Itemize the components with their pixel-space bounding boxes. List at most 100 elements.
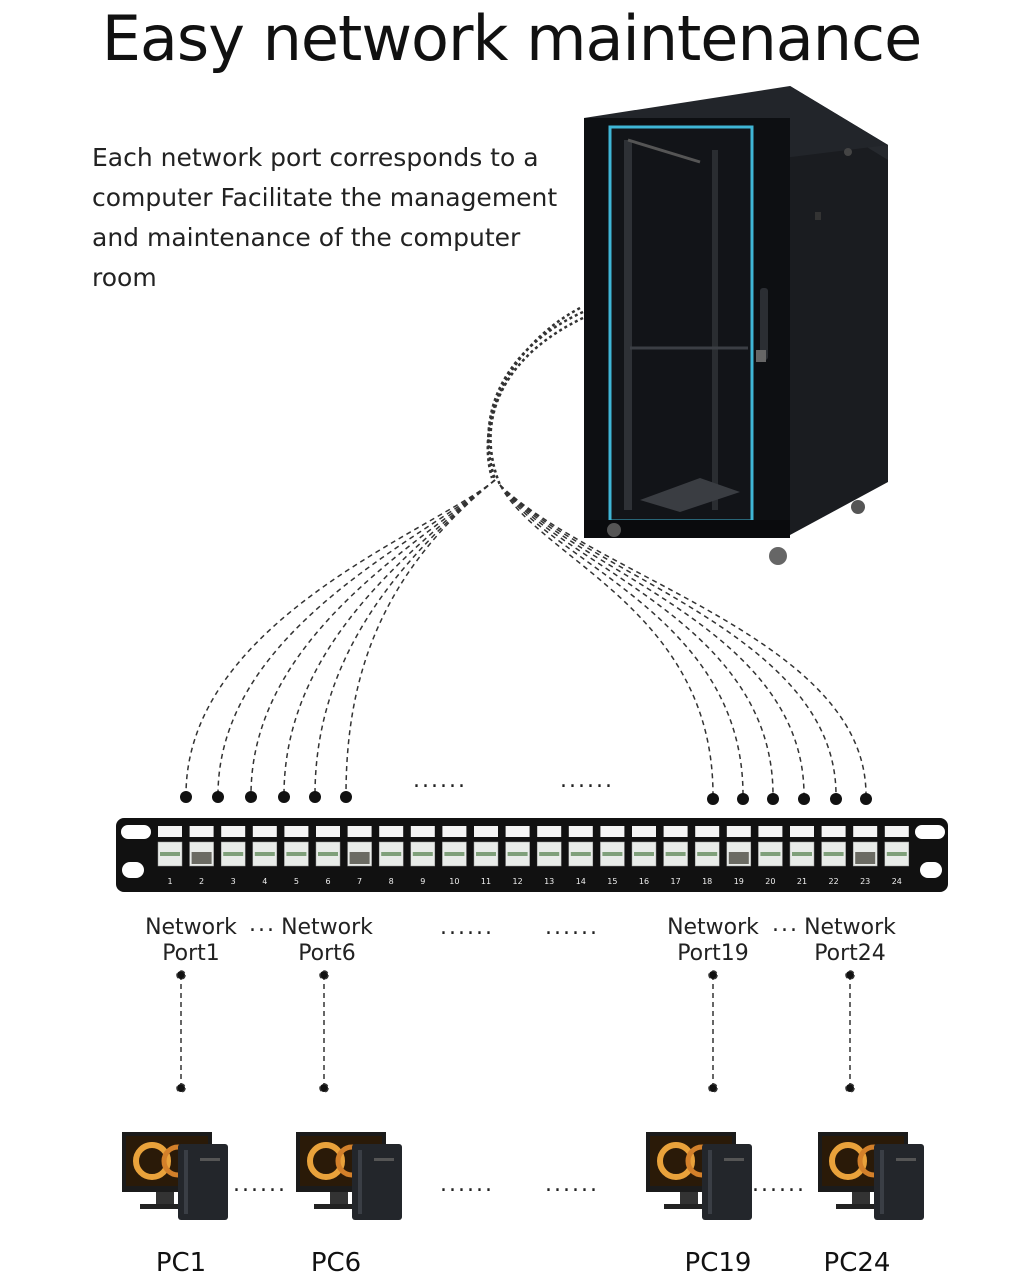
port-top-slot xyxy=(758,826,783,837)
pc-connectors xyxy=(176,970,855,1093)
tower-stripe xyxy=(184,1150,188,1214)
ellipsis-ports-2: ...... xyxy=(440,915,494,940)
tower-detail xyxy=(724,1158,744,1161)
dashed-cable xyxy=(499,484,837,796)
monitor-stand xyxy=(852,1192,870,1204)
port-number: 2 xyxy=(199,877,204,886)
port-cable xyxy=(539,852,560,856)
port-label-line2: Port24 xyxy=(814,941,886,966)
port-top-slot xyxy=(853,826,878,837)
computers xyxy=(122,1132,924,1220)
port-number: 13 xyxy=(544,877,554,886)
ellipsis-top-1: ...... xyxy=(413,768,467,793)
pc-label-1: PC1 xyxy=(155,1248,207,1278)
tower-stripe xyxy=(880,1150,884,1214)
cable-end-dot xyxy=(830,793,842,805)
port-number: 9 xyxy=(420,877,425,886)
cable-end-dot xyxy=(180,791,192,803)
ellipsis-pc-3: ...... xyxy=(545,1172,599,1197)
port-number: 24 xyxy=(892,877,902,886)
cable-end-dot xyxy=(707,793,719,805)
port-top-slot xyxy=(252,826,277,837)
cable-end-dot xyxy=(798,793,810,805)
cable-end-dot xyxy=(767,793,779,805)
pc-label-24: PC24 xyxy=(823,1248,891,1278)
port-cable xyxy=(602,852,623,856)
monitor-base xyxy=(836,1204,888,1209)
dashed-cable xyxy=(499,484,714,796)
cable-end-dot xyxy=(278,791,290,803)
pc-tower xyxy=(178,1144,228,1220)
port-label-line2: Port19 xyxy=(677,941,749,966)
dashed-cable xyxy=(345,479,496,796)
monitor-stand xyxy=(680,1192,698,1204)
port-number: 14 xyxy=(576,877,586,886)
port-top-slot xyxy=(790,826,814,837)
tower-stripe xyxy=(358,1150,362,1214)
port-number: 11 xyxy=(481,877,491,886)
port-top-slot xyxy=(663,826,688,837)
description-text: Each network port corresponds to a compu… xyxy=(92,143,558,292)
port-module xyxy=(728,852,749,864)
dashed-cable xyxy=(499,484,774,796)
ellipsis-pc-4: ...... xyxy=(752,1172,806,1197)
port-cable xyxy=(886,852,907,856)
ellipsis-ports-1: ... xyxy=(249,912,276,937)
port-cable xyxy=(507,852,528,856)
server-cabinet xyxy=(584,86,888,565)
port-number: 1 xyxy=(167,877,172,886)
port-cable xyxy=(286,852,307,856)
computer-icon xyxy=(646,1132,752,1220)
port-top-slot xyxy=(600,826,625,837)
port-top-slot xyxy=(221,826,246,837)
port-number: 12 xyxy=(513,877,523,886)
monitor-base xyxy=(140,1204,192,1209)
ellipsis-pc-1: ...... xyxy=(233,1172,287,1197)
pc-label-6: PC6 xyxy=(310,1248,362,1278)
screen-logo xyxy=(133,1142,171,1180)
port-label-line2: Port1 xyxy=(162,941,220,966)
monitor-base xyxy=(314,1204,366,1209)
monitor-stand xyxy=(156,1192,174,1204)
port-cable xyxy=(792,852,812,856)
port-top-slot xyxy=(726,826,751,837)
computer-icon xyxy=(818,1132,924,1220)
cable-end-dot xyxy=(309,791,321,803)
port-cable xyxy=(223,852,244,856)
port-number: 10 xyxy=(449,877,459,886)
port-cable xyxy=(444,852,465,856)
cable-end-dot xyxy=(860,793,872,805)
port-cable xyxy=(697,852,718,856)
port-label-19: Network Port19 xyxy=(648,915,778,967)
port-top-slot xyxy=(410,826,435,837)
cable-end-dots xyxy=(180,791,872,805)
port-label-1: Network Port1 xyxy=(126,915,256,967)
port-label-6: Network Port6 xyxy=(262,915,392,967)
port-top-slot xyxy=(347,826,372,837)
port-number: 23 xyxy=(860,877,870,886)
cable-end-dot xyxy=(340,791,352,803)
port-module xyxy=(855,852,876,864)
tower-detail xyxy=(896,1158,916,1161)
dashed-cables xyxy=(185,479,867,796)
port-label-24: Network Port24 xyxy=(785,915,915,967)
ellipsis-ports-3: ...... xyxy=(545,915,599,940)
port-top-slot xyxy=(821,826,846,837)
port-top-slot xyxy=(442,826,467,837)
screen-logo xyxy=(657,1142,695,1180)
port-top-slot xyxy=(474,826,498,837)
ellipsis-top-2: ...... xyxy=(560,768,614,793)
dashed-cable xyxy=(185,479,496,796)
port-label-line1: Network xyxy=(804,915,896,940)
port-cable xyxy=(665,852,686,856)
monitor-stand xyxy=(330,1192,348,1204)
dashed-cable xyxy=(499,484,744,796)
cable-end-dot xyxy=(245,791,257,803)
cable-end-dot xyxy=(212,791,224,803)
port-number: 4 xyxy=(262,877,267,886)
port-top-slot xyxy=(189,826,214,837)
pc-label-19: PC19 xyxy=(684,1248,752,1278)
monitor-base xyxy=(664,1204,716,1209)
dashed-cable xyxy=(250,479,496,796)
